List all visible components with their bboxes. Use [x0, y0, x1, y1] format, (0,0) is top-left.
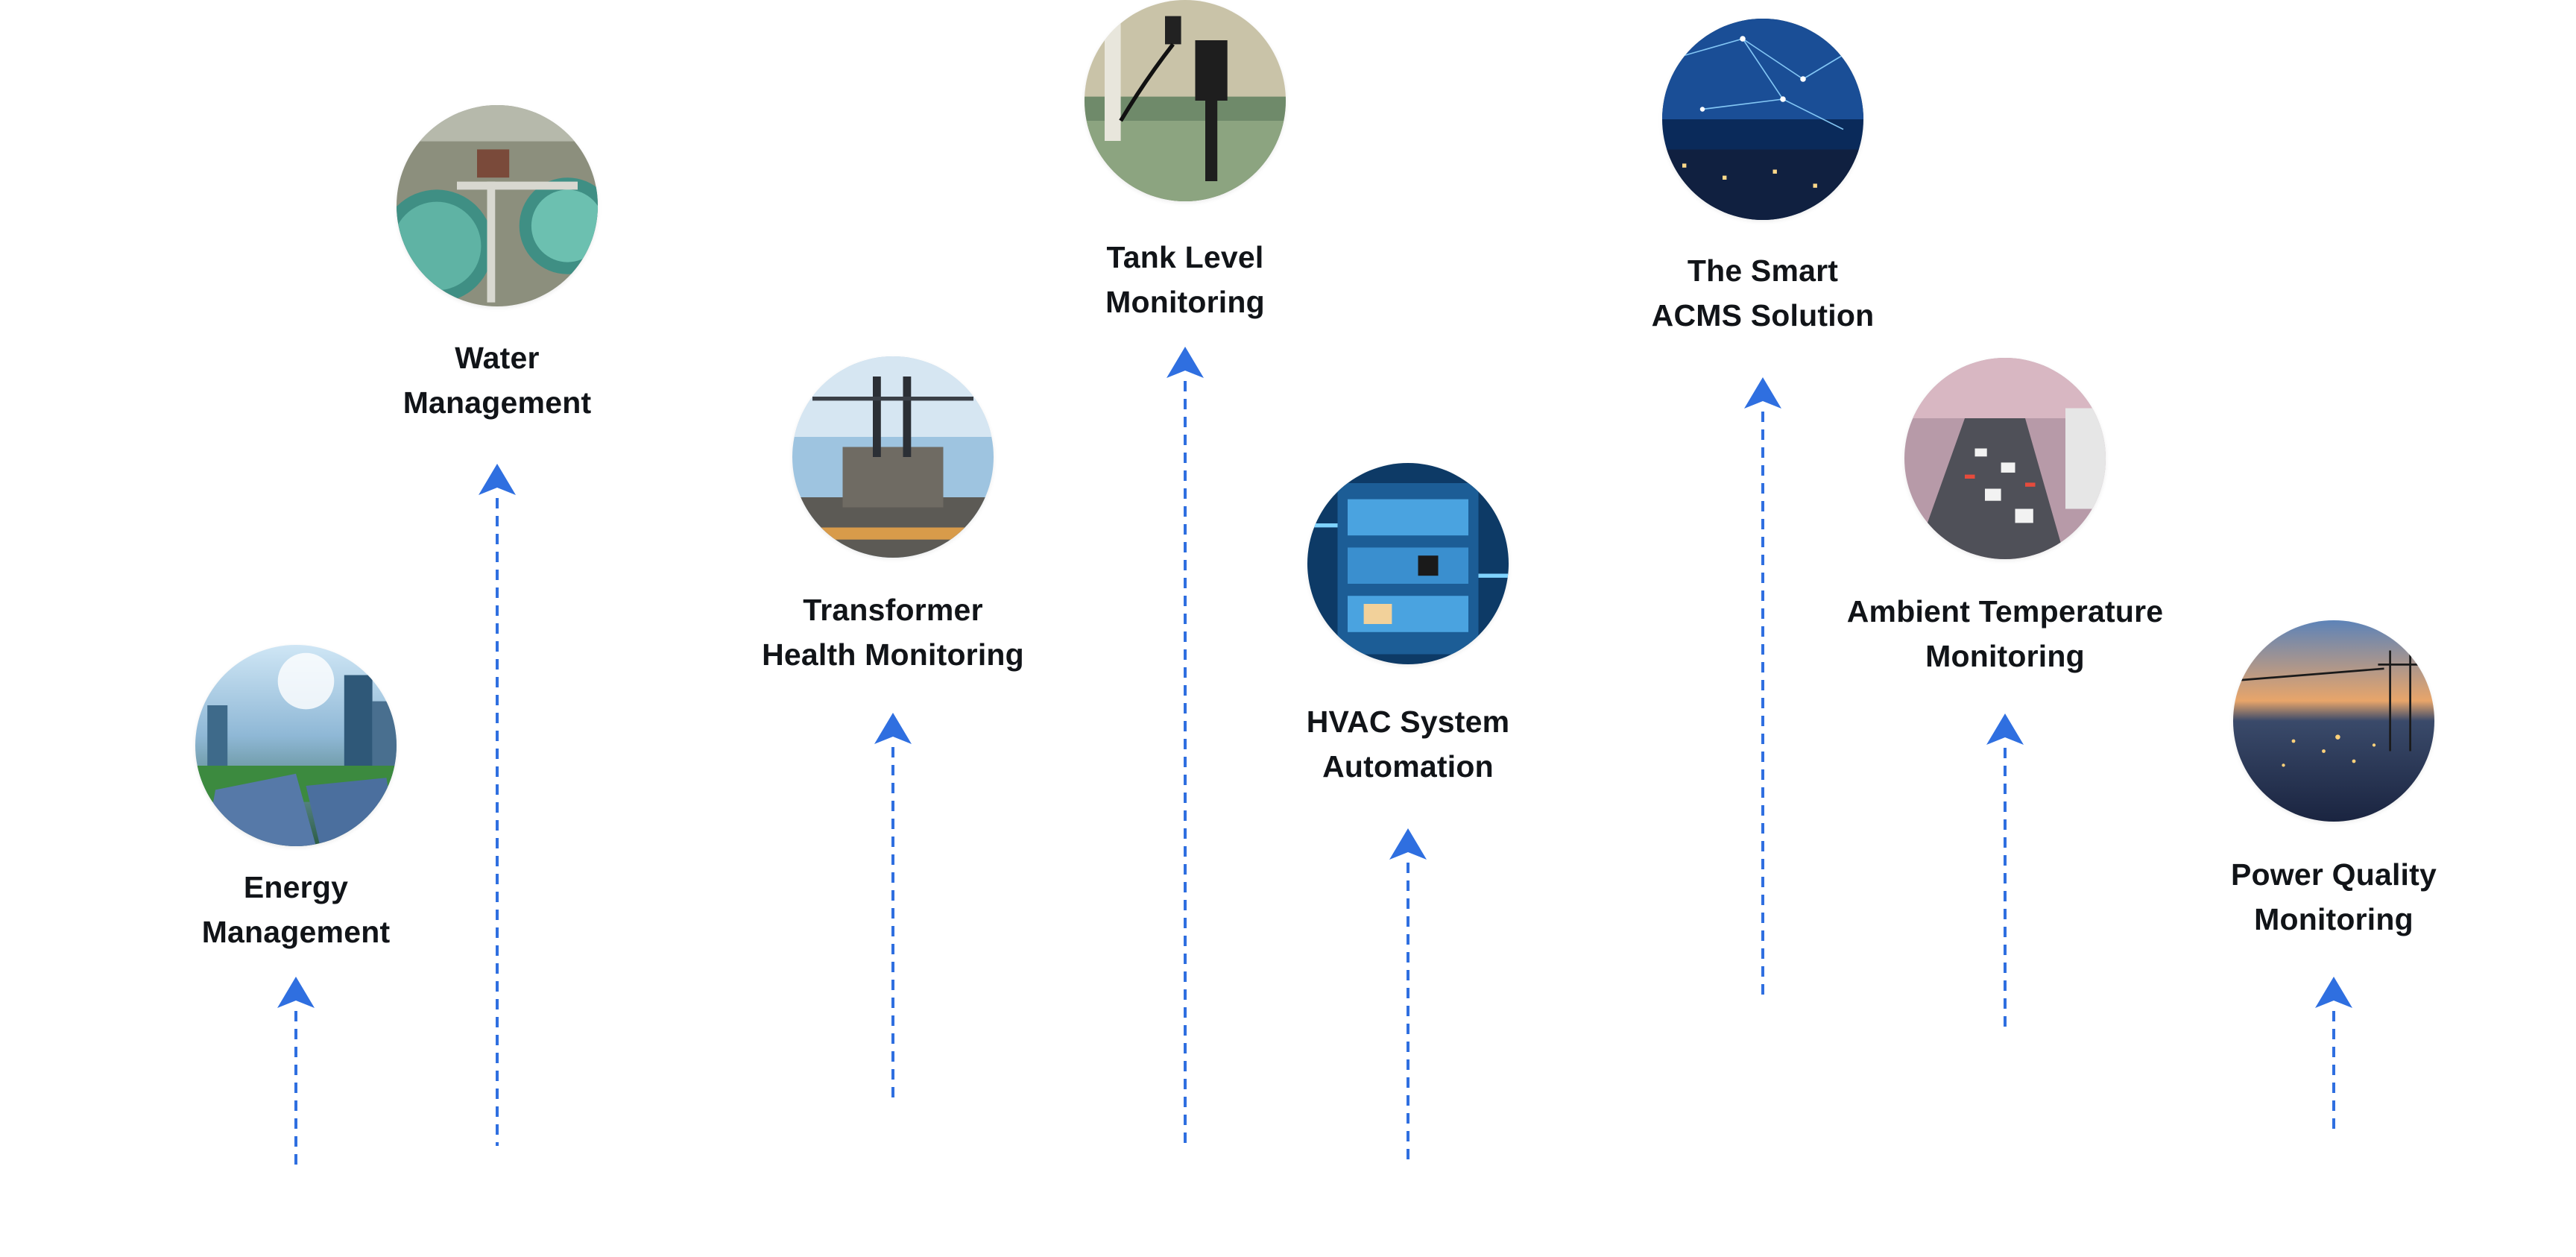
power-line-photo-icon — [2233, 620, 2434, 822]
arrow-tank-level-monitoring — [1163, 347, 1208, 1146]
arrow-energy-management — [274, 977, 318, 1171]
substation-photo-icon — [792, 356, 994, 558]
label-energy-management: Energy Management — [201, 870, 391, 949]
arrow-transformer-health-monitoring — [871, 713, 915, 1104]
arrow-hvac-system-automation — [1386, 828, 1430, 1159]
arrow-ambient-temperature-monitoring — [1983, 713, 2027, 1031]
arrow-smart-acms-solution — [1740, 377, 1785, 998]
label-hvac-system-automation: HVAC System Automation — [1306, 705, 1510, 784]
label-ambient-temperature-monitoring: Ambient Temperature Monitoring — [1846, 594, 2164, 673]
smart-building-photo-icon — [1307, 463, 1509, 664]
label-transformer-health-monitoring: Transformer Health Monitoring — [762, 593, 1024, 672]
arrow-water-management — [475, 464, 520, 1146]
label-power-quality-monitoring: Power Quality Monitoring — [2230, 857, 2437, 936]
label-smart-acms-solution: The Smart ACMS Solution — [1651, 253, 1875, 333]
arrow-power-quality-monitoring — [2311, 977, 2356, 1134]
label-tank-level-monitoring: Tank Level Monitoring — [1105, 240, 1265, 319]
network-city-photo-icon — [1662, 19, 1863, 220]
water-treatment-photo-icon — [397, 105, 598, 306]
solar-city-photo-icon — [195, 645, 397, 846]
traffic-photo-icon — [1904, 358, 2106, 559]
label-water-management: Water Management — [402, 341, 592, 420]
level-sensor-photo-icon — [1085, 0, 1286, 201]
